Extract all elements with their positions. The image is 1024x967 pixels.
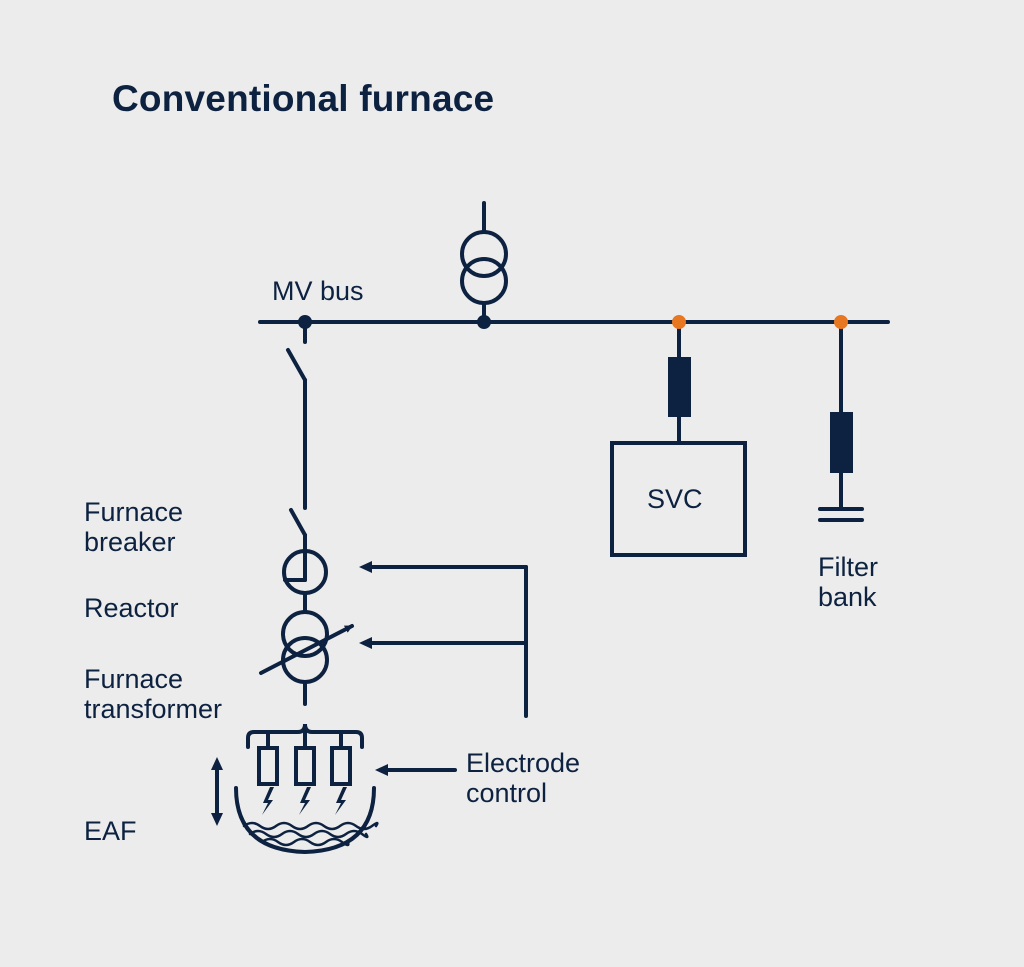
- filter-bank-label-1: Filter: [818, 552, 878, 582]
- electrode-1: [257, 746, 279, 786]
- svc-reactor-block: [668, 357, 691, 417]
- svc-box: [610, 441, 747, 557]
- tap-changer-arrow: [259, 624, 354, 675]
- electrode-control-label-1: Electrode: [466, 748, 581, 778]
- bus-node-feeder: [298, 315, 312, 329]
- electrode-2: [294, 746, 316, 786]
- bus-node-filter: [834, 315, 848, 329]
- upper-switch-blade: [286, 348, 307, 382]
- furnace-breaker-blade: [289, 508, 307, 537]
- arrowhead-to-reactor: [359, 561, 372, 573]
- bus-node-supply: [477, 315, 491, 329]
- page-title: Conventional furnace: [112, 78, 495, 119]
- molten-bath: [242, 821, 379, 847]
- furnace-breaker-label-1: Furnace: [84, 497, 184, 527]
- svc-label: SVC: [647, 484, 703, 514]
- arc-bolt-1: [262, 787, 274, 815]
- furnace-transformer-label-2: transformer: [84, 694, 223, 724]
- mv-bus-label: MV bus: [272, 276, 364, 306]
- filter-bank-label-2: bank: [818, 582, 877, 612]
- arrowhead-up: [211, 757, 223, 770]
- arc-bolt-2: [299, 787, 311, 815]
- arc-bolt-3: [335, 787, 347, 815]
- arrowhead-down: [211, 813, 223, 826]
- supply-transformer-upper-winding: [460, 230, 508, 278]
- electrode-bus-brace: [246, 723, 364, 749]
- eaf-label: EAF: [84, 816, 137, 846]
- arrowhead-to-transformer: [359, 637, 372, 649]
- filter-reactor-block: [830, 412, 853, 473]
- reactor-label: Reactor: [84, 593, 179, 623]
- furnace-transformer-upper-winding: [281, 610, 329, 658]
- supply-transformer-lower-winding: [460, 257, 508, 305]
- arrowhead-to-electrodes: [375, 764, 388, 776]
- bus-node-svc: [672, 315, 686, 329]
- electrode-3: [330, 746, 352, 786]
- furnace-breaker-label-2: breaker: [84, 527, 176, 557]
- electrode-control-label-2: control: [466, 778, 548, 808]
- furnace-vessel: [234, 786, 376, 855]
- furnace-transformer-label-1: Furnace: [84, 664, 184, 694]
